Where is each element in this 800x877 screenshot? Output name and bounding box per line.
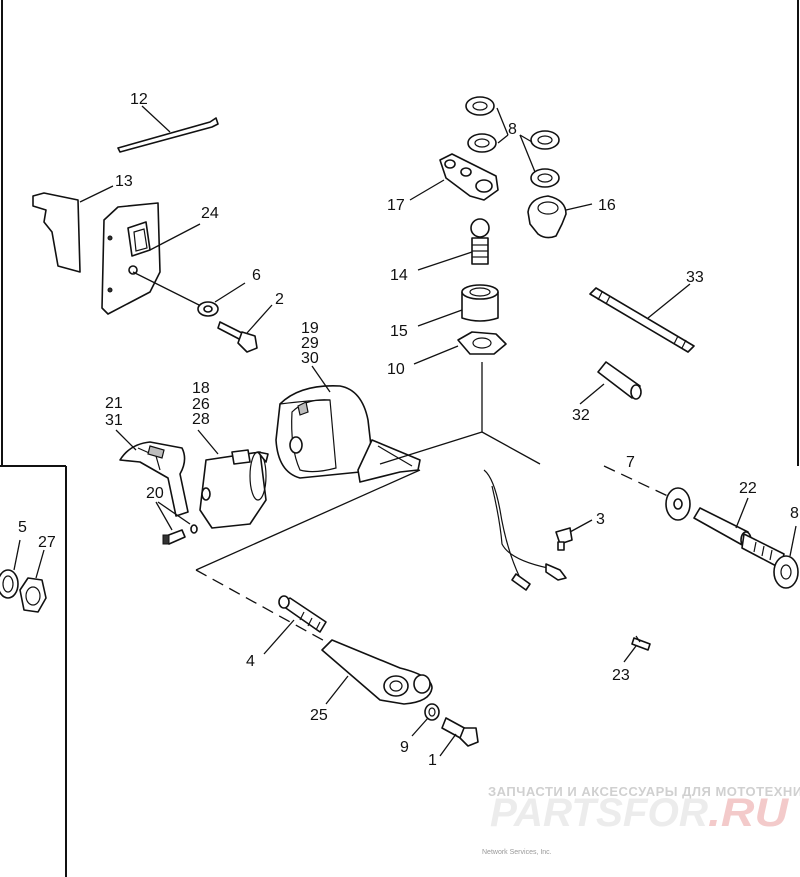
callout-12: 12 bbox=[130, 91, 148, 108]
callout-16: 16 bbox=[598, 197, 616, 214]
watermark: ЗАПЧАСТИ И АКСЕССУАРЫ ДЛЯ МОТОТЕХНИКИ PA… bbox=[488, 784, 800, 835]
part-lock-washers bbox=[465, 96, 560, 188]
watermark-domain: .RU bbox=[708, 791, 789, 835]
callout-19: 19 bbox=[301, 320, 319, 337]
callout-28: 28 bbox=[192, 411, 210, 428]
callout-31: 31 bbox=[105, 412, 123, 429]
callout-33: 33 bbox=[686, 269, 704, 286]
callout-7: 7 bbox=[626, 454, 635, 471]
part-headlamp-shell bbox=[275, 365, 421, 483]
callout-23: 23 bbox=[612, 667, 630, 684]
callout-32: 32 bbox=[572, 407, 590, 424]
part-long-shaft bbox=[589, 283, 695, 353]
watermark-brand: PARTSFOR bbox=[490, 791, 708, 835]
part-cable-tie bbox=[117, 105, 219, 153]
watermark-tagline: ЗАПЧАСТИ И АКСЕССУАРЫ ДЛЯ МОТОТЕХНИКИ bbox=[488, 784, 800, 799]
part-lower-bracket bbox=[115, 429, 189, 517]
callout-29: 29 bbox=[301, 335, 319, 352]
callout-9: 9 bbox=[400, 739, 409, 756]
callout-10: 10 bbox=[387, 361, 405, 378]
part-adapter bbox=[197, 429, 269, 529]
callout-17: 17 bbox=[387, 197, 405, 214]
part-screw-3 bbox=[555, 519, 593, 551]
part-hex-nut-10 bbox=[413, 331, 507, 365]
callout-26: 26 bbox=[192, 396, 210, 413]
callout-24: 24 bbox=[201, 205, 219, 222]
part-bracket-plate bbox=[32, 185, 114, 273]
callout-5: 5 bbox=[18, 519, 27, 536]
part-ball-stud bbox=[417, 218, 490, 271]
part-lever-plate bbox=[409, 153, 499, 201]
callout-2: 2 bbox=[275, 291, 284, 308]
callout-6: 6 bbox=[252, 267, 261, 284]
callout-8-upper: 8 bbox=[508, 121, 517, 138]
part-housing-cover bbox=[101, 202, 206, 315]
callout-8-right: 8 bbox=[790, 505, 799, 522]
callout-4: 4 bbox=[246, 653, 255, 670]
part-sleeve-15 bbox=[417, 284, 499, 327]
part-wire-harness bbox=[483, 469, 567, 591]
copyright-text: Network Services, Inc. bbox=[482, 849, 552, 856]
callout-14: 14 bbox=[390, 267, 408, 284]
part-washer-5 bbox=[0, 539, 21, 599]
part-pivot-shaft bbox=[693, 497, 785, 569]
callout-labels: 12 13 24 6 2 19 29 30 18 26 28 21 31 20 … bbox=[18, 91, 799, 769]
callout-13: 13 bbox=[115, 173, 133, 190]
part-pin-23 bbox=[623, 635, 651, 663]
part-lock-washer-right bbox=[773, 525, 799, 589]
callout-15: 15 bbox=[390, 323, 408, 340]
callout-21: 21 bbox=[105, 395, 123, 412]
part-bolt-2 bbox=[217, 304, 273, 353]
part-bolt-1 bbox=[439, 717, 479, 757]
callout-20: 20 bbox=[146, 485, 164, 502]
callout-3: 3 bbox=[596, 511, 605, 528]
callout-25: 25 bbox=[310, 707, 328, 724]
part-long-bolt bbox=[263, 595, 327, 655]
part-spacer-32 bbox=[579, 361, 642, 405]
part-screw-20 bbox=[155, 501, 198, 545]
part-washer-6 bbox=[197, 282, 246, 317]
callout-27: 27 bbox=[38, 534, 56, 551]
part-washer-9 bbox=[411, 703, 440, 737]
callout-1: 1 bbox=[428, 752, 437, 769]
part-control-lever bbox=[321, 639, 433, 705]
part-bushing-16 bbox=[527, 195, 593, 239]
callout-18: 18 bbox=[192, 380, 210, 397]
part-nut-27 bbox=[19, 549, 47, 613]
callout-30: 30 bbox=[301, 350, 319, 367]
assembly-lines bbox=[195, 362, 541, 645]
part-washer-7 bbox=[603, 465, 691, 521]
callout-22: 22 bbox=[739, 480, 757, 497]
